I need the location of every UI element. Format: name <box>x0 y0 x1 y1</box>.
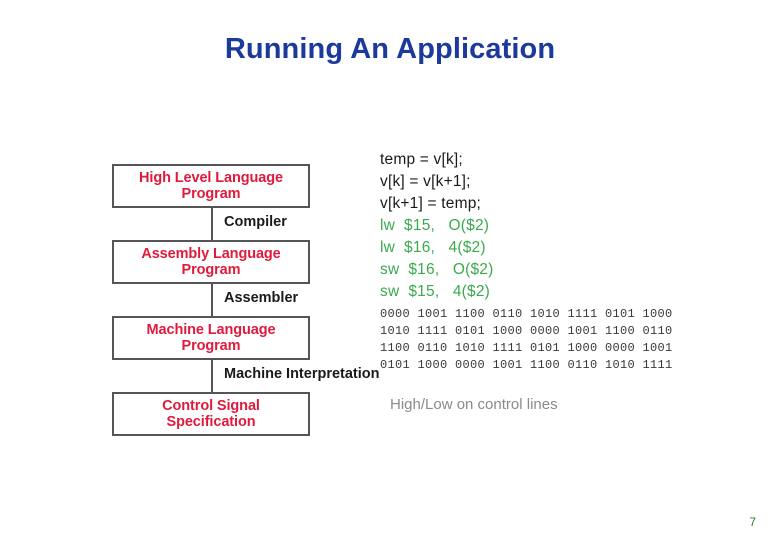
transition-label-machine-interpretation: Machine Interpretation <box>224 366 380 382</box>
stage-box-machine-language: Machine Language Program <box>112 316 310 360</box>
stage-label: High Level Language Program <box>139 170 283 202</box>
code-line: v[k] = v[k+1]; <box>380 173 471 190</box>
stage-box-assembly-language: Assembly Language Program <box>112 240 310 284</box>
page-title: Running An Application <box>224 33 556 65</box>
connector-line-machine-interpretation <box>211 360 213 392</box>
connector-line-compiler <box>211 208 213 240</box>
code-representations-column: temp = v[k]; v[k] = v[k+1]; v[k+1] = tem… <box>380 149 720 413</box>
transition-label-assembler: Assembler <box>224 290 299 306</box>
control-lines-note: High/Low on control lines <box>390 396 558 413</box>
stage-box-control-signal: Control Signal Specification <box>112 392 310 436</box>
stage-label-line2: Specification <box>166 414 256 430</box>
stage-label: Machine Language Program <box>147 322 276 354</box>
stage-label-line2: Program <box>181 186 241 202</box>
binary-line: 1100 0110 1010 1111 0101 1000 0000 1001 <box>380 341 673 355</box>
code-line: sw $15, 4($2) <box>380 283 491 300</box>
assembly-code-block: lw $15, O($2) lw $16, 4($2) sw $16, O($2… <box>380 215 720 303</box>
page-number: 7 <box>749 515 756 529</box>
connector-line-assembler <box>211 284 213 316</box>
code-line: lw $16, 4($2) <box>380 239 486 256</box>
stage-label-line1: Machine Language <box>146 321 276 338</box>
stage-label: Control Signal Specification <box>162 398 260 430</box>
binary-line: 1010 1111 0101 1000 0000 1001 1100 0110 <box>380 324 673 338</box>
stage-label-line1: High Level Language <box>139 169 283 186</box>
stage-label-line2: Program <box>181 338 241 354</box>
stage-label-line2: Program <box>181 262 241 278</box>
binary-code-block: 0000 1001 1100 0110 1010 1111 0101 1000 … <box>380 306 720 374</box>
code-line: v[k+1] = temp; <box>380 195 482 212</box>
code-line: temp = v[k]; <box>380 151 463 168</box>
code-line: lw $15, O($2) <box>380 217 490 234</box>
binary-line: 0101 1000 0000 1001 1100 0110 1010 1111 <box>380 358 673 372</box>
high-level-code-block: temp = v[k]; v[k] = v[k+1]; v[k+1] = tem… <box>380 149 720 215</box>
stage-box-high-level-language: High Level Language Program <box>112 164 310 208</box>
stage-label-line1: Assembly Language <box>141 245 281 262</box>
stage-label-line1: Control Signal <box>162 397 260 414</box>
stage-label: Assembly Language Program <box>141 246 280 278</box>
code-line: sw $16, O($2) <box>380 261 494 278</box>
binary-line: 0000 1001 1100 0110 1010 1111 0101 1000 <box>380 307 673 321</box>
transition-label-compiler: Compiler <box>224 214 287 230</box>
